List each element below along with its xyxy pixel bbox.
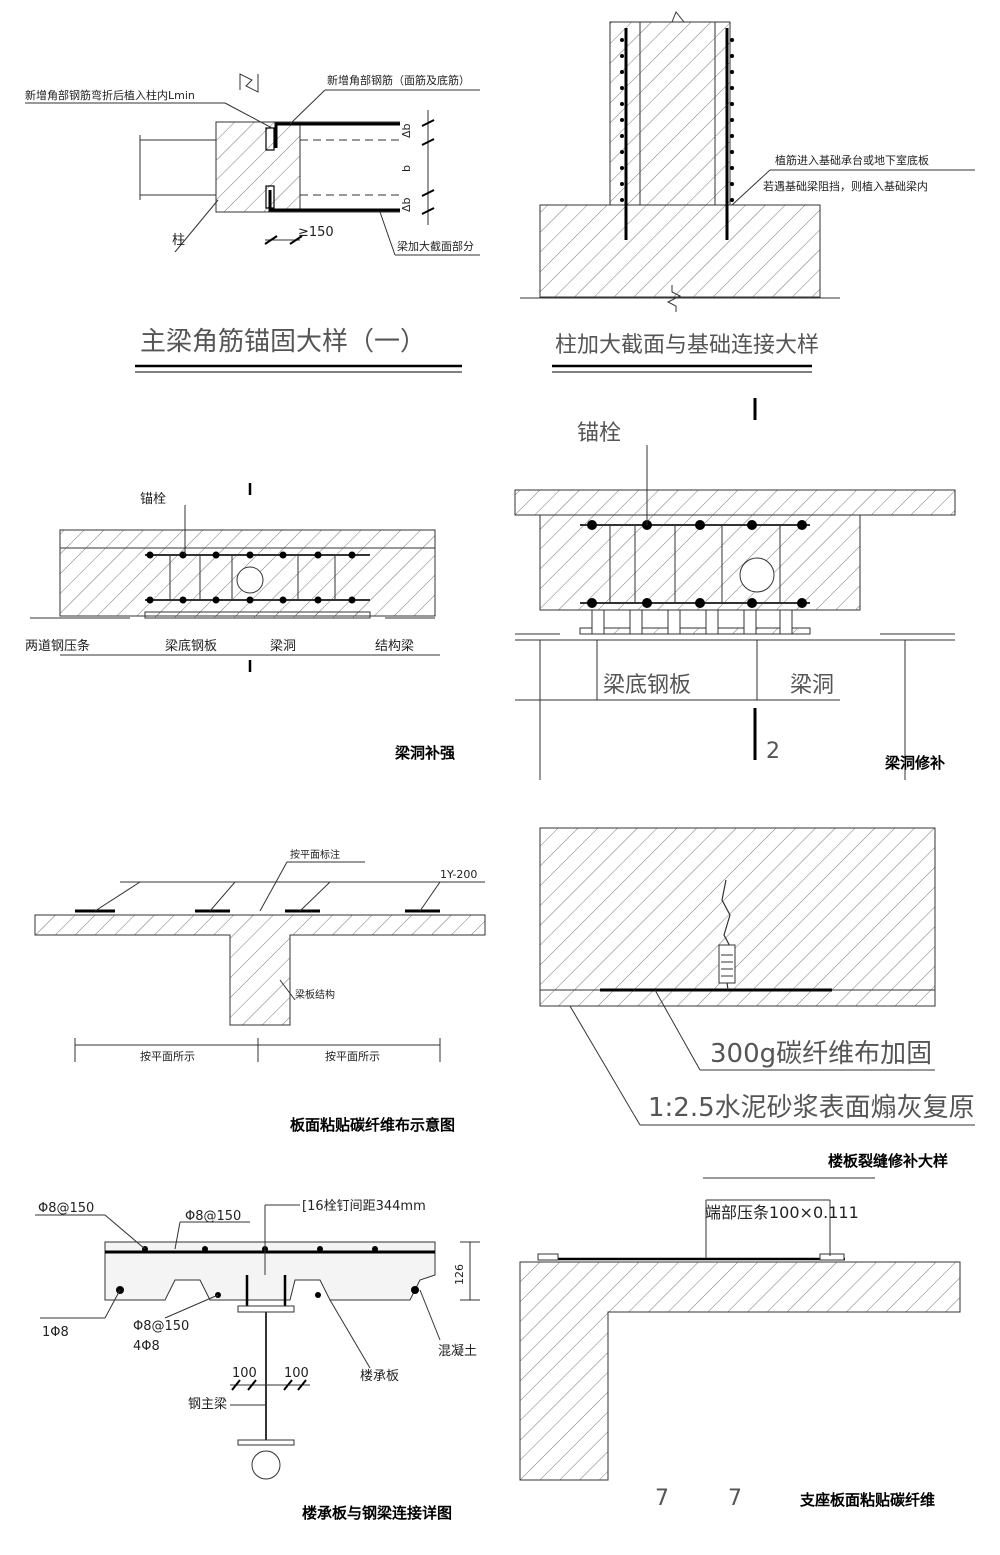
panel-deck-steel-beam-connection: Φ8@150 Φ8@150 [16栓钉间距344mm 126 1Φ8 Φ8@15… xyxy=(35,1199,480,1522)
label: Δb xyxy=(400,123,413,138)
label: 新增角部钢筋弯折后植入柱内Lmin xyxy=(25,88,195,102)
slab xyxy=(514,489,956,516)
label: 端部压条100×0.111 xyxy=(705,1203,859,1222)
label: 100 xyxy=(232,1366,257,1381)
label: [16栓钉间距344mm xyxy=(302,1199,426,1214)
panel-title: 板面粘贴碳纤维布示意图 xyxy=(290,1116,455,1134)
label: 梁底钢板 xyxy=(165,638,217,654)
bolt-row-bottom xyxy=(587,598,807,608)
steel-beam-flange xyxy=(237,1305,295,1313)
label: 梁洞 xyxy=(270,639,296,654)
bolt-row-top xyxy=(146,551,356,559)
panel-title: 梁洞补强 xyxy=(394,744,455,762)
label: 梁洞 xyxy=(790,673,834,698)
slab-section xyxy=(539,827,936,1007)
label: 1Φ8 xyxy=(42,1325,69,1340)
support-slab-section xyxy=(519,1261,961,1481)
concrete-slab xyxy=(104,1241,436,1301)
panel-title: 楼板裂缝修补大样 xyxy=(828,1152,948,1170)
label: 锚栓 xyxy=(577,421,621,446)
panel-beam-hole-reinforcement: 锚栓 两道钢压条 梁底钢板 梁洞 结构梁 梁洞补强 xyxy=(25,483,455,762)
label: Φ8@150 xyxy=(185,1209,241,1224)
label: 7 xyxy=(655,1486,669,1511)
label: ≥150 xyxy=(298,225,334,240)
label: 按平面所示 xyxy=(140,1049,195,1063)
label: 按平面所示 xyxy=(325,1049,380,1063)
label: 新增角部钢筋（面筋及底筋） xyxy=(327,73,470,87)
label: 混凝土 xyxy=(438,1343,477,1359)
label: Φ8@150 xyxy=(38,1201,94,1216)
label: Φ8@150 xyxy=(133,1319,189,1334)
label: 梁加大截面部分 xyxy=(397,239,474,253)
label: 300g碳纤维布加固 xyxy=(710,1039,932,1069)
panel-column-foundation-connection: 植筋进入基础承台或地下室底板 若遇基础梁阻挡，则植入基础梁内 柱加大截面与基础连… xyxy=(520,11,975,373)
panel-main-beam-corner-bar-anchorage: 新增角部钢筋弯折后植入柱内Lmin 新增角部钢筋（面筋及底筋） 柱 ≥150 梁… xyxy=(25,73,480,373)
label: 1:2.5水泥砂浆表面煽灰复原 xyxy=(648,1093,975,1123)
label: 梁板结构 xyxy=(295,988,335,1001)
enlarged-column xyxy=(609,21,731,206)
new-top-bar xyxy=(274,122,400,148)
panel-title: 主梁角筋锚固大样（一） xyxy=(140,327,426,357)
label: 柱 xyxy=(172,233,185,248)
label: 若遇基础梁阻挡，则植入基础梁内 xyxy=(763,179,928,193)
label: 楼承板 xyxy=(360,1369,399,1384)
label: 按平面标注 xyxy=(290,848,340,861)
panel-slab-crack-repair: 300g碳纤维布加固 1:2.5水泥砂浆表面煽灰复原 楼板裂缝修补大样 xyxy=(539,827,975,1170)
label: b xyxy=(400,165,413,172)
label: 1Y-200 xyxy=(440,868,477,881)
panel-title: 柱加大截面与基础连接大样 xyxy=(555,333,819,358)
panel-support-carbon-fiber: 端部压条100×0.111 7 7 支座板面粘贴碳纤维 xyxy=(519,1177,961,1511)
label: 锚栓 xyxy=(140,492,166,507)
panel-beam-hole-repair: 锚栓 梁底钢板 梁洞 2 梁洞修补 xyxy=(514,398,956,780)
foundation xyxy=(539,204,821,298)
label: 两道钢压条 xyxy=(25,638,90,654)
panel-slab-carbon-fiber-layout: 按平面标注 1Y-200 梁板结构 按平面所示 按平面所示 板面粘贴碳纤维布示意… xyxy=(34,848,486,1134)
label: 7 xyxy=(728,1486,742,1511)
beam-hole xyxy=(739,557,775,593)
label: 植筋进入基础承台或地下室底板 xyxy=(775,153,929,167)
label: 结构梁 xyxy=(375,639,414,654)
bolt-row-bottom xyxy=(146,596,356,604)
panel-title: 支座板面粘贴碳纤维 xyxy=(799,1491,935,1509)
label: 钢主梁 xyxy=(188,1397,227,1412)
label: 126 xyxy=(453,1264,466,1285)
beam-slab-structure xyxy=(34,914,486,1026)
panel-title: 梁洞修补 xyxy=(884,754,945,772)
label: Δb xyxy=(400,197,413,212)
label: 2 xyxy=(766,739,780,764)
column-section xyxy=(215,121,301,213)
beam-hole xyxy=(236,566,264,594)
new-bottom-bar xyxy=(268,190,400,212)
label: 100 xyxy=(284,1366,309,1381)
label: 4Φ8 xyxy=(133,1339,160,1354)
column-ties xyxy=(620,38,734,202)
label: 梁底钢板 xyxy=(603,673,691,698)
panel-title: 楼承板与钢梁连接详图 xyxy=(302,1504,452,1522)
